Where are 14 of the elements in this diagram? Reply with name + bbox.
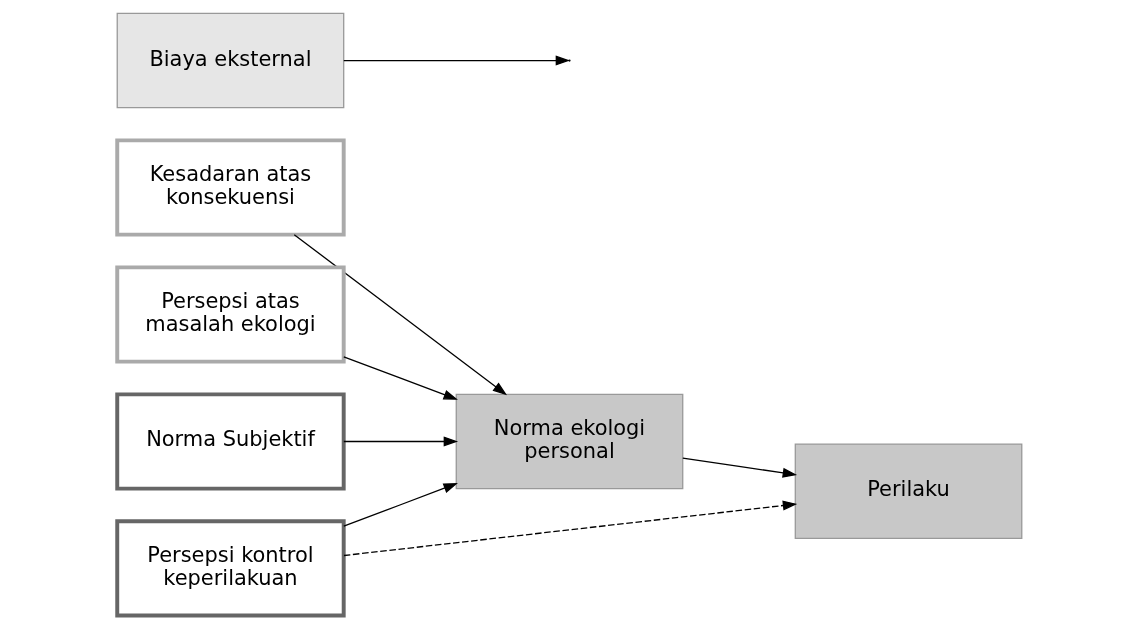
node-box: Persepsi atas masalah ekologi — [115, 265, 346, 364]
arrow — [343, 55, 571, 66]
arrow — [343, 483, 458, 527]
node-box: Persepsi kontrol keperilakuan — [115, 519, 346, 618]
arrow — [343, 356, 458, 400]
node-box: Kesadaran atas konsekuensi — [115, 138, 346, 237]
arrow — [682, 457, 798, 478]
node-box: Biaya eksternal — [116, 12, 345, 109]
node-box: Perilaku — [794, 443, 1023, 539]
node-box: Norma Subjektif — [115, 392, 346, 491]
arrow — [293, 234, 508, 396]
node-box: Norma ekologi personal — [455, 393, 684, 490]
arrow — [343, 436, 459, 447]
arrow — [343, 500, 798, 557]
